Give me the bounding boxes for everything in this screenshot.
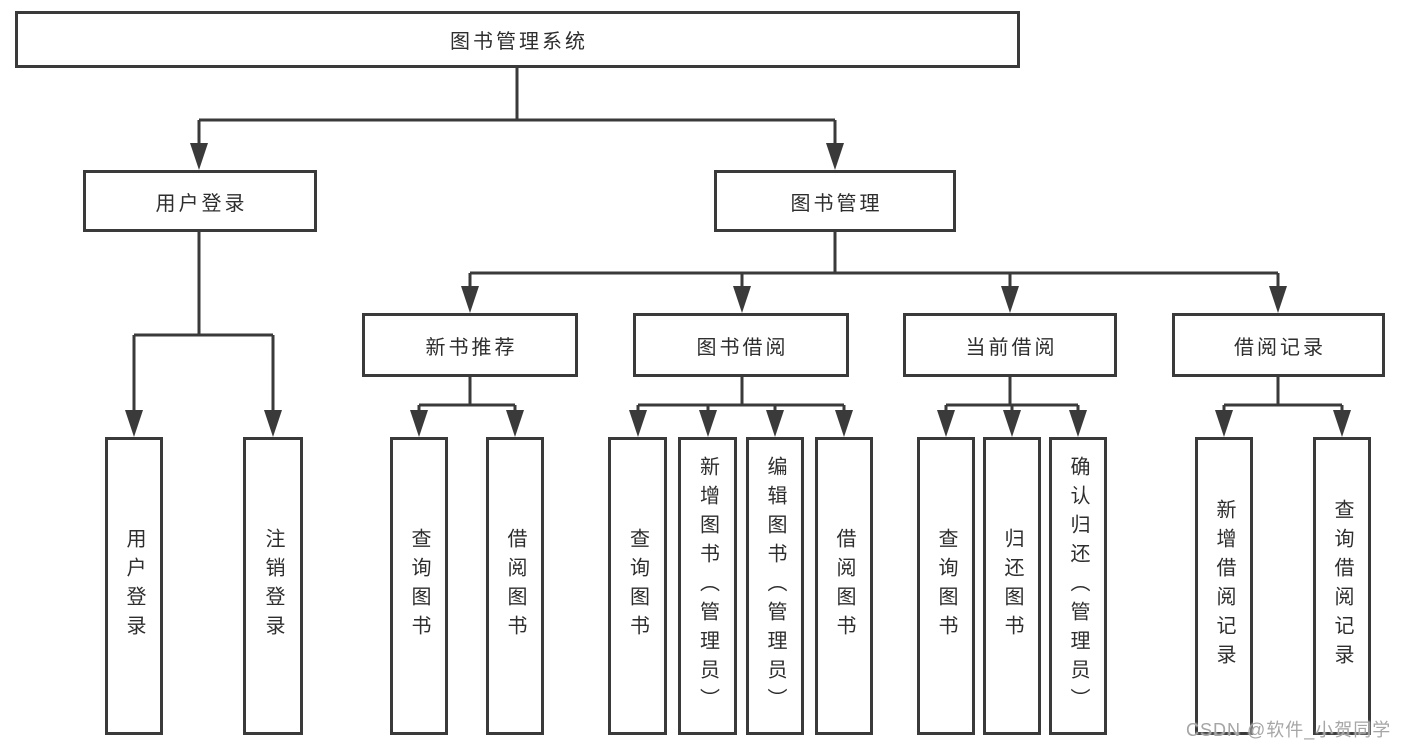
node-user-login: 用户登录 bbox=[83, 170, 317, 232]
leaf-query-borrow-record-label: 查询借阅记录 bbox=[1331, 499, 1353, 673]
leaf-query-books-current-label: 查询图书 bbox=[935, 528, 957, 644]
csdn-watermark: CSDN @软件_小贺同学 bbox=[1186, 720, 1392, 740]
leaf-add-borrow-record-label: 新增借阅记录 bbox=[1213, 499, 1235, 673]
connector-user-login-to-leaves bbox=[125, 232, 282, 437]
node-borrowing-records-label: 借阅记录 bbox=[1234, 336, 1326, 359]
leaf-edit-book-admin-label: 编辑图书（管理员） bbox=[764, 455, 786, 717]
leaf-edit-book-admin: 编辑图书（管理员） bbox=[746, 437, 804, 735]
leaf-user-login: 用户登录 bbox=[105, 437, 163, 735]
leaf-return-books: 归还图书 bbox=[983, 437, 1041, 735]
leaf-query-books-borrowing-label: 查询图书 bbox=[626, 528, 649, 644]
leaf-return-books-label: 归还图书 bbox=[1001, 528, 1023, 644]
leaf-query-books-recommend: 查询图书 bbox=[390, 437, 448, 735]
leaf-add-book-admin-label: 新增图书（管理员） bbox=[696, 455, 719, 717]
node-book-management: 图书管理 bbox=[714, 170, 956, 232]
leaf-query-books-current: 查询图书 bbox=[917, 437, 975, 735]
leaf-add-borrow-record: 新增借阅记录 bbox=[1195, 437, 1253, 735]
connector-borrowing-records-to-leaves bbox=[1215, 377, 1351, 437]
node-current-borrowing: 当前借阅 bbox=[903, 313, 1117, 377]
node-new-book-recommend: 新书推荐 bbox=[362, 313, 578, 377]
node-new-book-recommend-label: 新书推荐 bbox=[425, 336, 518, 359]
leaf-query-books-recommend-label: 查询图书 bbox=[408, 528, 430, 644]
leaf-logout: 注销登录 bbox=[243, 437, 303, 735]
connector-book-management-to-level3 bbox=[461, 232, 1287, 313]
node-root: 图书管理系统 bbox=[15, 11, 1020, 68]
connector-new-book-recommend-to-leaves bbox=[410, 377, 524, 437]
connector-current-borrowing-to-leaves bbox=[937, 377, 1087, 437]
leaf-borrow-books-borrowing-label: 借阅图书 bbox=[833, 528, 855, 644]
leaf-borrow-books-recommend: 借阅图书 bbox=[486, 437, 544, 735]
connector-root-to-level2 bbox=[190, 68, 844, 170]
leaf-borrow-books-borrowing: 借阅图书 bbox=[815, 437, 873, 735]
node-book-borrowing-label: 图书借阅 bbox=[696, 336, 789, 359]
leaf-confirm-return-admin-label: 确认归还（管理员） bbox=[1067, 455, 1089, 717]
node-borrowing-records: 借阅记录 bbox=[1172, 313, 1385, 377]
leaf-user-login-label: 用户登录 bbox=[123, 528, 145, 644]
leaf-query-books-borrowing: 查询图书 bbox=[608, 437, 667, 735]
leaf-confirm-return-admin: 确认归还（管理员） bbox=[1049, 437, 1107, 735]
node-book-management-label: 图书管理 bbox=[790, 192, 883, 215]
leaf-add-book-admin: 新增图书（管理员） bbox=[678, 437, 737, 735]
connector-book-borrowing-to-leaves bbox=[629, 377, 853, 437]
node-book-borrowing: 图书借阅 bbox=[633, 313, 849, 377]
node-user-login-label: 用户登录 bbox=[155, 192, 248, 215]
leaf-logout-label: 注销登录 bbox=[262, 528, 284, 644]
leaf-query-borrow-record: 查询借阅记录 bbox=[1313, 437, 1371, 735]
node-root-label: 图书管理系统 bbox=[450, 31, 588, 53]
node-current-borrowing-label: 当前借阅 bbox=[965, 336, 1058, 359]
leaf-borrow-books-recommend-label: 借阅图书 bbox=[504, 528, 526, 644]
